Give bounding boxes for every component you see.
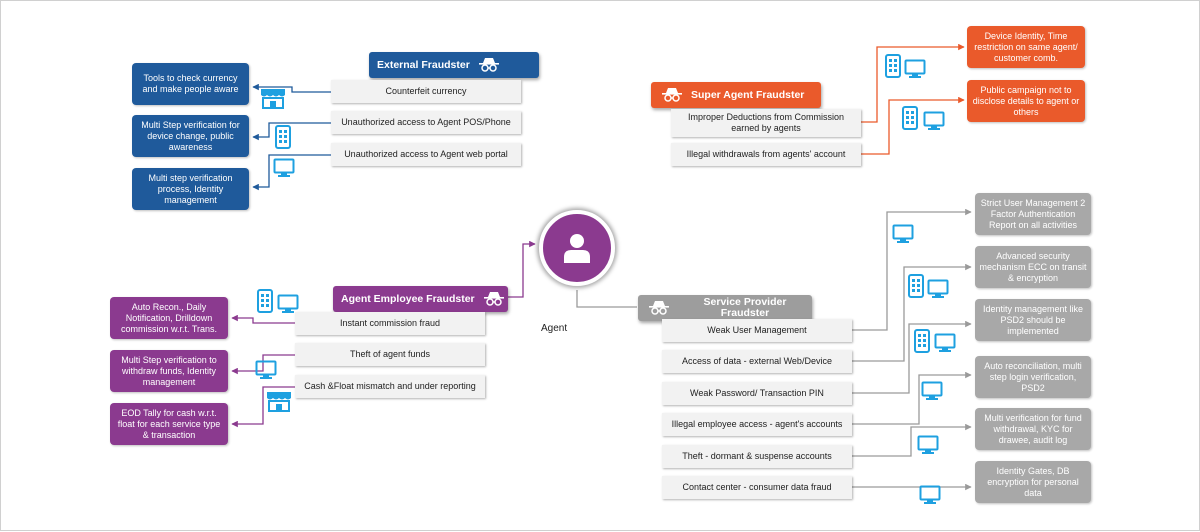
employee-threat-1: Instant commission fraud [295,312,485,335]
spy-icon [478,58,499,72]
employee-mitigation-2: Multi Step verification to withdraw fund… [110,350,228,392]
desktop-icon [277,294,299,313]
mobile-icon [902,106,918,130]
store-icon [267,392,291,412]
connector-employee-3 [231,386,295,428]
mobile-icon [914,329,930,353]
spy-icon [662,88,682,102]
desktop-icon [919,485,941,504]
connector-super-2 [861,96,965,155]
service-provider-fraudster-header: Service Provider Fraudster [638,295,812,321]
super-mitigation-1: Device Identity, Time restriction on sam… [967,26,1085,68]
external-fraudster-title: External Fraudster [377,58,470,71]
super-mitigation-2: Public campaign not to disclose details … [967,80,1085,122]
external-fraudster-header: External Fraudster [369,52,539,78]
provider-threat-3: Weak Password/ Transaction PIN [662,382,852,405]
agent-label: Agent [541,323,568,334]
provider-threat-4: Illegal employee access - agent's accoun… [662,413,852,436]
connector-employee-agent [508,240,536,298]
connector-provider-4 [852,371,972,425]
external-threat-1: Counterfeit currency [331,80,521,103]
provider-threat-5: Theft - dormant & suspense accounts [662,445,852,468]
service-provider-fraudster-title: Service Provider Fraudster [703,296,787,319]
connector-provider-1 [852,208,972,331]
desktop-icon [923,111,945,130]
agent-employee-fraudster-title: Agent Employee Fraudster [341,292,475,305]
connector-external-2 [252,122,331,141]
mobile-icon [257,289,273,313]
employee-threat-3: Cash &Float mismatch and under reporting [295,375,485,398]
connector-provider-5 [852,423,972,457]
super-agent-fraudster-header: Super Agent Fraudster [651,82,821,108]
connector-external-3 [252,154,331,191]
connector-provider-2 [852,263,972,362]
employee-mitigation-3: EOD Tally for cash w.r.t. float for each… [110,403,228,445]
connector-employee-1 [231,314,295,324]
desktop-icon [904,59,926,78]
provider-threat-2: Access of data - external Web/Device [662,350,852,373]
super-agent-fraudster-title: Super Agent Fraudster [691,88,805,101]
provider-mitigation-1: Strict User Management 2 Factor Authenti… [975,193,1091,235]
mobile-icon [885,54,901,78]
provider-threat-1: Weak User Management [662,319,852,342]
provider-mitigation-5: Multi verification for fund withdrawal, … [975,408,1091,450]
connector-provider-3 [852,320,972,394]
connector-external-1 [252,83,331,93]
connector-employee-2 [231,354,295,375]
external-mitigation-3: Multi step verification process, Identit… [132,168,249,210]
external-threat-2: Unauthorized access to Agent POS/Phone [331,111,521,134]
provider-mitigation-3: Identity management like PSD2 should be … [975,299,1091,341]
desktop-icon [255,360,277,379]
spy-icon [648,301,669,315]
employee-mitigation-1: Auto Recon., Daily Notification, Drilldo… [110,297,228,339]
connector-super-1 [861,43,965,123]
provider-threat-6: Contact center - consumer data fraud [662,476,852,499]
agent-employee-fraudster-header: Agent Employee Fraudster [333,286,508,312]
desktop-icon [927,279,949,298]
external-mitigation-2: Multi Step verification for device chang… [132,115,249,157]
spy-icon [483,292,504,306]
user-icon [564,234,590,263]
super-threat-2: Illegal withdrawals from agents' account [671,143,861,166]
desktop-icon [921,381,943,400]
desktop-icon [892,224,914,243]
desktop-icon [273,158,295,177]
external-mitigation-1: Tools to check currency and make people … [132,63,249,105]
provider-mitigation-2: Advanced security mechanism ECC on trans… [975,246,1091,288]
external-threat-3: Unauthorized access to Agent web portal [331,143,521,166]
mobile-icon [275,125,291,149]
provider-mitigation-6: Identity Gates, DB encryption for person… [975,461,1091,503]
mobile-icon [908,274,924,298]
employee-threat-2: Theft of agent funds [295,343,485,366]
super-threat-1: Improper Deductions from Commission earn… [671,109,861,137]
agent-node [539,210,615,286]
connector-agent-provider [576,290,637,308]
desktop-icon [917,435,939,454]
desktop-icon [934,333,956,352]
provider-mitigation-4: Auto reconciliation, multi step login ve… [975,356,1091,398]
store-icon [261,89,285,109]
